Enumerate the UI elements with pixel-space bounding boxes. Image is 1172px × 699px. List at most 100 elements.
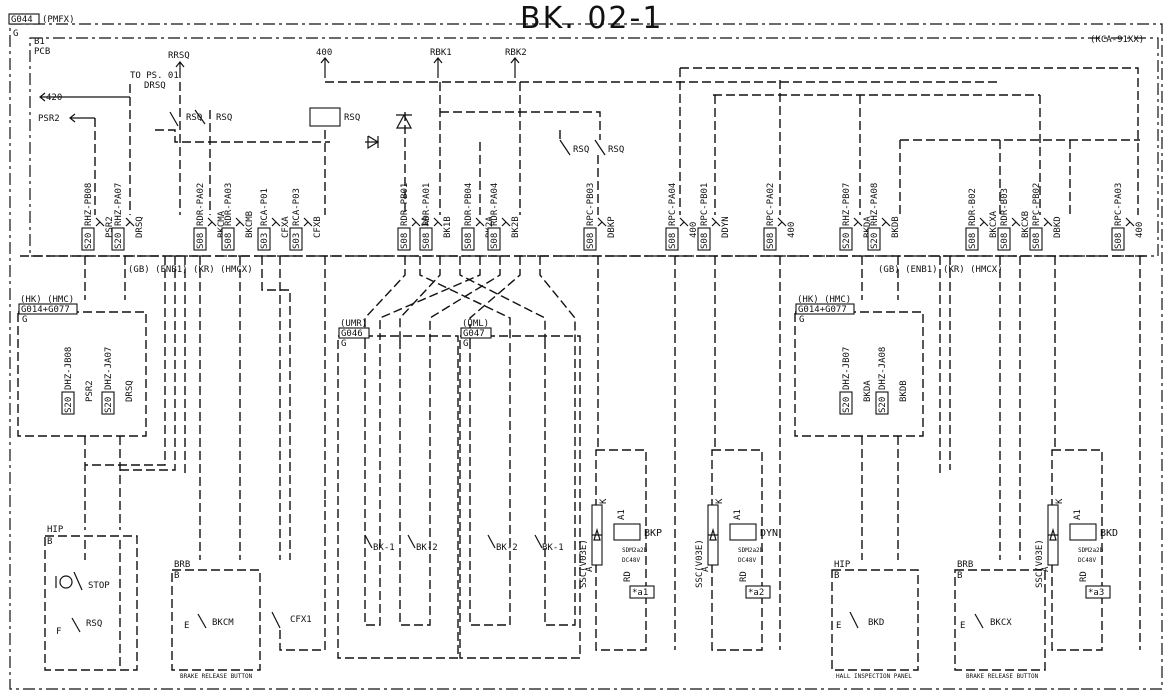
connector-s-code: S08 [422,233,432,249]
rsq-contact-d-label: RSQ [608,145,624,155]
connector-pin: RPC-PB02 [1032,183,1042,226]
hk-pin-label: DHZ-JA08 [878,347,888,390]
frame-ref: (KCA-91XX) [1090,35,1144,45]
connector-pin: RHZ-PB07 [842,183,852,226]
connector-s-box [867,227,881,251]
connector-signal: CFXB [313,216,323,238]
hk-pin-s-box [61,391,75,415]
coil-voltage: DC48V [1078,557,1096,564]
connector-arrow-icon [303,217,313,227]
coil-rd: RD [1079,571,1089,582]
note-label: *a2 [748,588,764,598]
connector-signal: BKCMA [217,210,227,238]
connector-signal: DBKD [1053,216,1063,238]
hk-pin-signal: BKDB [899,380,909,402]
hip-left-name: HIP [47,525,64,535]
connector-pin: RDR-PA01 [422,183,432,226]
note-box [629,585,655,599]
coil-voltage: DC48V [738,557,756,564]
connector-signal: BK1A [421,216,431,238]
hk-pin-signal: PSR2 [85,380,95,402]
bk-switch-group: BK-1 BK-2 BK-2 BK-1 [364,534,564,553]
connector-pin: RDR-PA03 [224,183,234,226]
brb-left-caption: BRAKE RELEASE BUTTON [180,673,253,680]
note-label: *a3 [1088,588,1104,598]
ssc-unit-group: SSC(V03E)KAA1BKPSDM2a2bDC48VRD*a1SSC(V03… [579,449,1118,651]
hk-pin-s-box [875,391,889,415]
hip-right-sub: B [834,571,839,581]
connector-pin: RHZ-PB08 [84,183,94,226]
right-hk-sub: G [799,315,804,325]
connector-s-box [419,227,433,251]
ssc-unit-outline [595,449,647,651]
hip-right-name: HIP [834,560,851,570]
bk-switch-label-3: BK-2 [496,543,518,553]
connector-s-box [583,227,597,251]
signal-to-ps: TO PS. 01 [130,71,179,81]
ssc-a1: A1 [1073,509,1083,520]
connector-s-code: S03 [260,233,270,249]
coil-voltage: DC48V [622,557,640,564]
connector-signal: BKDB [891,216,901,238]
ssc-k: K [1055,498,1065,504]
signal-arrows [39,57,520,123]
brb-right-sw: BKCX [990,618,1012,628]
diode-icon [592,527,602,541]
hip-right-panel: HIP B E BKD HALL INSPECTION PANEL [831,560,919,680]
connector-arrow-icon [501,217,511,227]
connector-s-code: S08 [668,233,678,249]
connector-s-code: S20 [84,233,94,249]
frame-code: G044 [11,15,33,25]
ssc-label: SSC(V03E) [695,539,705,588]
ssc-label: SSC(V03E) [579,539,589,588]
coil-model: SDM2a2b [1078,547,1104,554]
connector-s-code: S08 [400,233,410,249]
ssc-a1: A1 [733,509,743,520]
connector-pin: RCA-P01 [260,188,270,226]
connector-pin: RPC-PA02 [766,183,776,226]
connector-s-box [839,227,853,251]
hip-right-e: E [836,621,841,631]
cfx1-switch: CFX1 [271,500,326,651]
ssc-a: A [1041,566,1051,572]
connector-s-box [763,227,777,251]
ssc-a: A [701,566,711,572]
coil-icon [613,523,641,541]
right-hk-panel: (HK) (HMC) G014+G077 G S20DHZ-JB07BKDAS2… [794,295,924,437]
connector-s-box [1029,227,1043,251]
brb-right-name: BRB [957,560,973,570]
connector-arrow-icon [235,217,245,227]
coil-rd: RD [623,571,633,582]
umr-block: (UMR) G046 G [337,319,459,659]
connector-arrow-icon [597,217,607,227]
bk-switch-label-2: BK-2 [416,543,438,553]
rsq-coil-label: RSQ [344,113,360,123]
hk-pin-label: DHZ-JB07 [842,347,852,390]
hip-left-rsq: RSQ [86,619,102,629]
connector-s-code: S08 [586,233,596,249]
brb-right-sub: B [957,571,962,581]
connector-signal: CFXA [281,216,291,238]
signal-drsq: DRSQ [144,81,166,91]
connector-arrow-icon [777,217,787,227]
connector-arrow-icon [1043,217,1053,227]
connector-arrow-icon [207,217,217,227]
connector-s-box [397,227,411,251]
connector-s-code: S08 [700,233,710,249]
coil-label: BKP [644,528,662,539]
bk-switch-label-1: BK-1 [373,543,395,553]
connector-signal: DRSQ [135,216,145,238]
hip-left-stop: STOP [88,581,110,591]
connector-arrow-icon [679,217,689,227]
hip-right-sw: BKD [868,618,884,628]
brb-left-name: BRB [174,560,190,570]
brb-right-panel: BRB B E BKCX BRAKE RELEASE BUTTON [954,560,1046,680]
connector-s-code: S08 [464,233,474,249]
rsq-contact-c-label: RSQ [573,145,589,155]
connector-arrow-icon [411,217,421,227]
connector-signal: BK2A [485,216,495,238]
diode-icon [708,527,718,541]
